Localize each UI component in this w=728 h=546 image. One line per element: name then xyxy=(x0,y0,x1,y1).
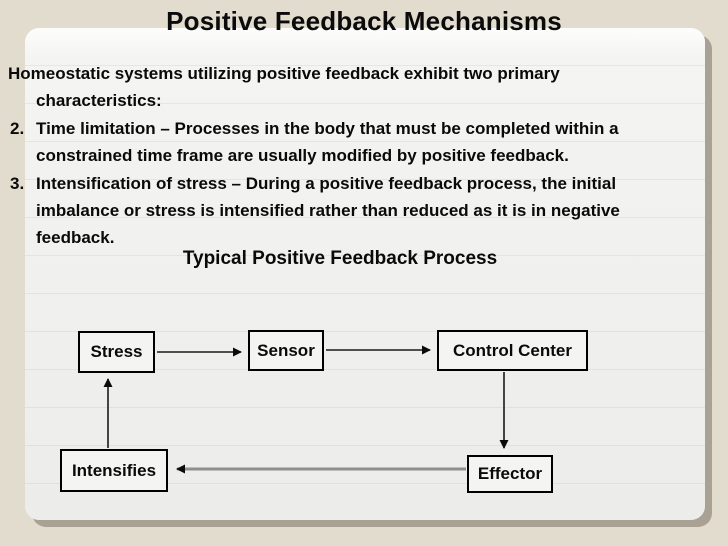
body-line-text: Time limitation – Processes in the body … xyxy=(36,118,619,138)
diagram-node-intensifies: Intensifies xyxy=(60,449,168,492)
body-line: 2. Time limitation – Processes in the bod… xyxy=(8,115,684,142)
diagram-node-effector: Effector xyxy=(467,455,553,493)
body-line: Homeostatic systems utilizing positive f… xyxy=(8,64,560,83)
body-line-text: Intensification of stress – During a pos… xyxy=(36,173,617,193)
body-text: Homeostatic systems utilizing positive f… xyxy=(8,60,684,252)
body-line: 3. Intensification of stress – During a p… xyxy=(8,170,684,197)
list-marker: 2. xyxy=(10,118,25,138)
diagram-title: Typical Positive Feedback Process xyxy=(182,248,498,269)
diagram-node-sensor: Sensor xyxy=(248,330,324,371)
slide-title: Positive Feedback Mechanisms xyxy=(166,6,562,36)
body-line: characteristics: xyxy=(36,91,162,111)
slide-content-panel xyxy=(25,28,705,520)
diagram-node-stress: Stress xyxy=(78,331,155,373)
body-line: feedback. xyxy=(36,228,115,248)
diagram-node-control-center: Control Center xyxy=(437,330,588,371)
body-line: constrained time frame are usually modif… xyxy=(36,146,569,166)
body-line: imbalance or stress is intensified rathe… xyxy=(36,201,620,221)
list-marker: 3. xyxy=(10,173,25,193)
